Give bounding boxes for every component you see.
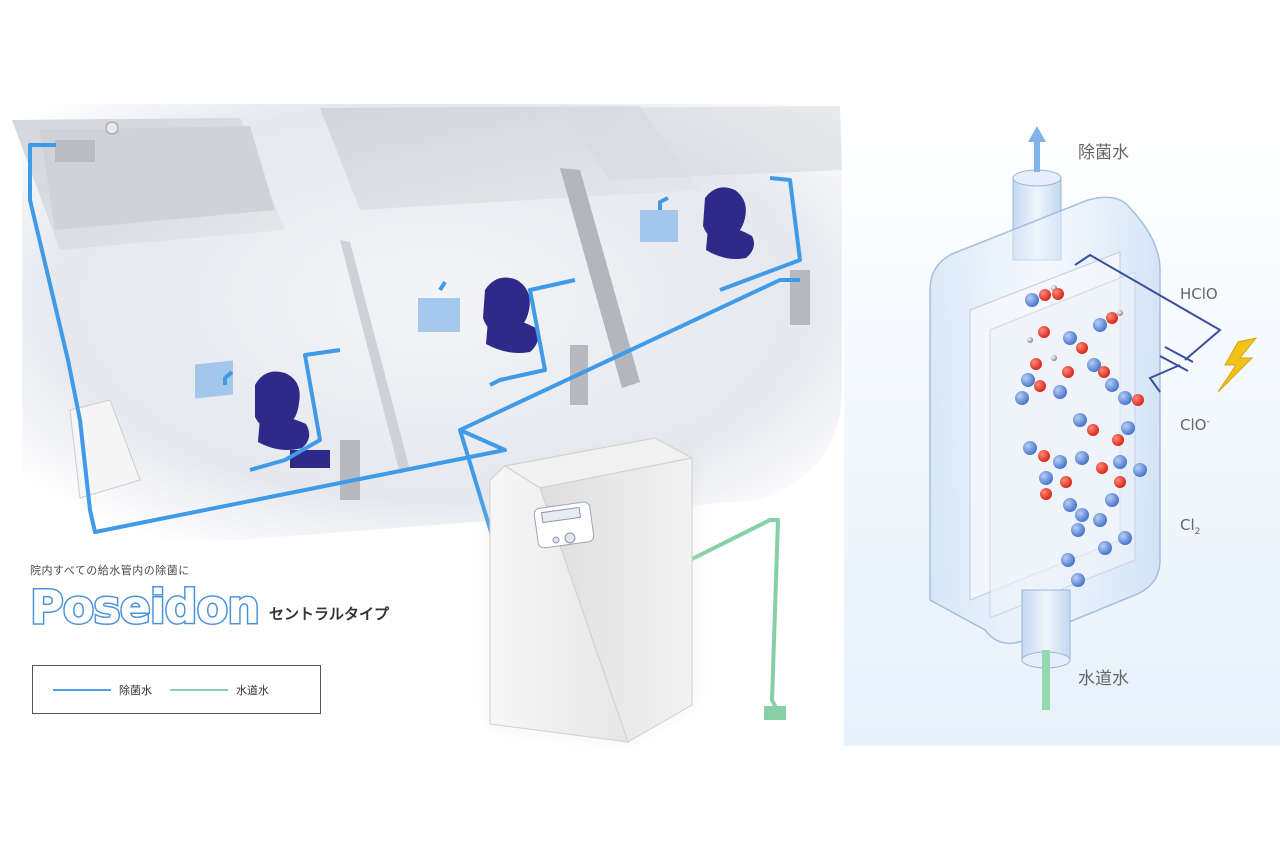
clo-label-text: ClO: [1180, 416, 1207, 434]
diagram-panel: [844, 104, 1280, 746]
cl2-label-text: Cl: [1180, 516, 1195, 534]
panel-button: [564, 532, 576, 544]
poseidon-logo: Poseidon: [29, 580, 262, 634]
panel-button: [552, 536, 560, 544]
molecule-cl2: [1061, 493, 1132, 587]
legend-swatch-sterilized: [53, 688, 111, 691]
legend-label-sterilized: 除菌水: [119, 683, 152, 697]
legend-swatch-tap: [170, 688, 228, 691]
partition: [340, 240, 410, 474]
lightning-icon: [1217, 337, 1258, 393]
clinic-illustration: [12, 104, 842, 743]
sterilized-water-pipes: [28, 143, 802, 556]
display-screen: [540, 506, 582, 524]
poseidon-machine: [489, 437, 695, 743]
legend-label-tap: 水道水: [236, 683, 269, 697]
outlet-label: 除菌水: [1078, 143, 1129, 163]
molecule-hclo: [1025, 285, 1123, 332]
brand-caption: 院内すべての給水管内の除菌に: [30, 564, 190, 577]
partition: [560, 168, 640, 388]
sink: [55, 140, 95, 162]
brand-subtitle: セントラルタイプ: [268, 605, 389, 623]
electrolysis-tank: [929, 196, 1161, 645]
legend-item-tap: 水道水: [170, 682, 269, 698]
tap-water-valve: [764, 706, 786, 720]
inlet-tube: [1021, 589, 1071, 710]
outlet-tube: [1012, 126, 1062, 261]
control-panel: [533, 501, 595, 549]
electrode-plate: [969, 251, 1121, 601]
legend-item-sterilized: 除菌水: [53, 682, 152, 698]
cl2-label: Cl2: [1180, 516, 1200, 537]
inlet-label: 水道水: [1078, 669, 1129, 689]
faucet: [105, 121, 119, 135]
molecules: [1015, 285, 1147, 587]
dental-unit-1: [195, 360, 360, 500]
electrode-plate: [989, 271, 1136, 619]
brand-block: 院内すべての給水管内の除菌に Poseidon セントラルタイプ: [29, 562, 389, 634]
molecule-clo: [1015, 326, 1147, 500]
legend: 除菌水 水道水: [32, 665, 321, 714]
hclo-label: HClO: [1180, 285, 1218, 303]
cl2-label-subscript: 2: [1194, 527, 1201, 537]
clo-label: ClO-: [1180, 416, 1210, 434]
dental-unit-3: [640, 187, 810, 325]
power-circuit: [1074, 253, 1222, 393]
clo-label-charge: -: [1206, 417, 1210, 427]
tap-water-pipe: [689, 518, 780, 713]
